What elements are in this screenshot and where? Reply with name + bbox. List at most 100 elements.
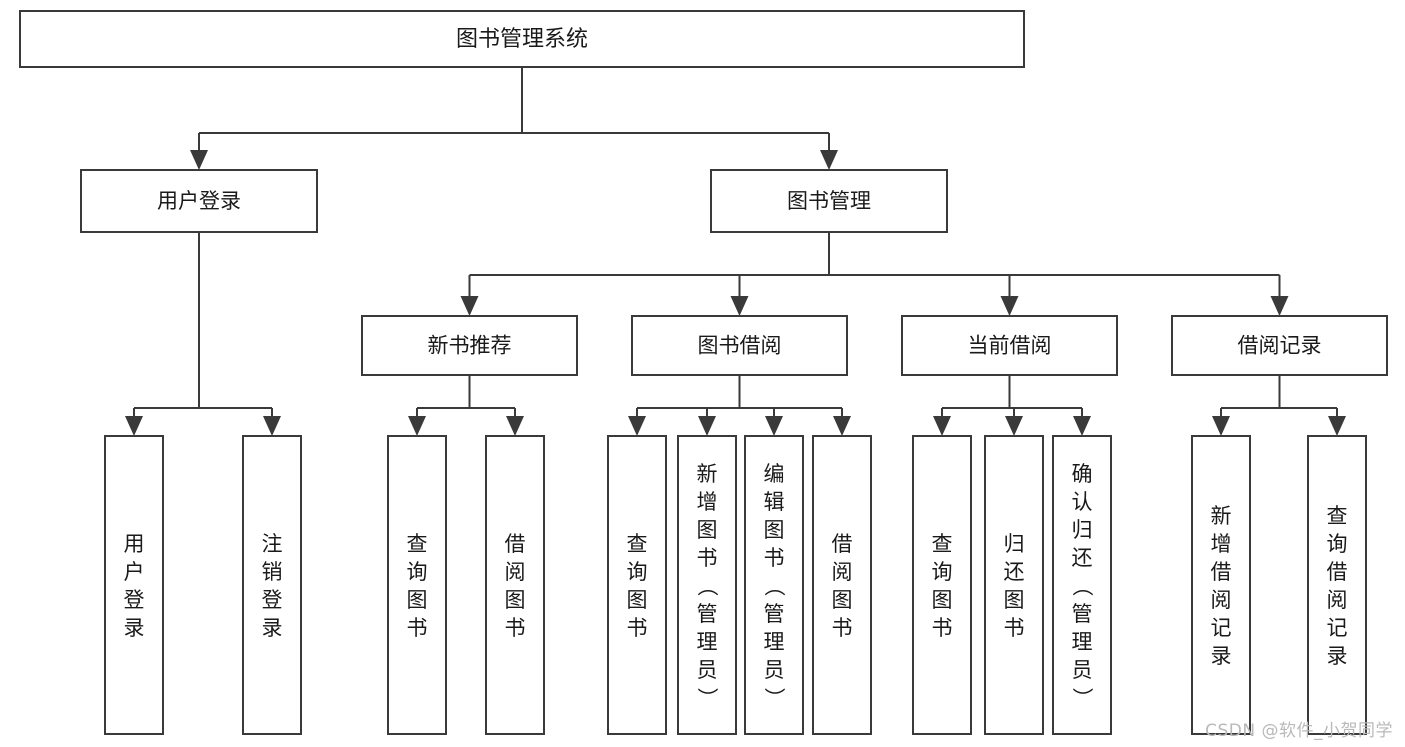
node-leaf-add-book-label-char: 增: [697, 490, 718, 514]
edge-layer: [125, 67, 1346, 436]
node-leaf-add-borrow-record-label-char: 录: [1211, 644, 1232, 668]
node-leaf-add-book-label-char: 理: [697, 630, 718, 654]
node-leaf-user-login-label-char: 户: [124, 560, 145, 584]
node-book-manage-rect[interactable]: [709, 168, 949, 234]
node-user-login-label: 用户登录: [157, 189, 241, 213]
node-new-book-recommend-label: 新书推荐: [428, 334, 512, 358]
node-leaf-user-login-label-char: 录: [124, 616, 145, 640]
node-leaf-confirm-return-label-char: 确: [1072, 462, 1093, 486]
node-user-login-rect[interactable]: [79, 168, 319, 234]
node-book-borrow[interactable]: 图书借阅: [630, 314, 849, 377]
node-leaf-edit-book-label-char: 管: [764, 602, 785, 626]
node-leaf-add-borrow-record-label-char: 借: [1211, 560, 1232, 584]
node-book-manage[interactable]: 图书管理: [709, 168, 949, 234]
node-leaf-return-book-label-char: 还: [1004, 560, 1025, 584]
node-user-login[interactable]: 用户登录: [79, 168, 319, 234]
node-leaf-add-borrow-record-label-char: 记: [1211, 616, 1232, 640]
node-leaf-return-book-label-char: 归: [1004, 532, 1025, 556]
node-leaf-edit-book-label-char: 理: [764, 630, 785, 654]
node-leaf-add-book-rect[interactable]: [676, 434, 738, 736]
arrow-head-leaf-query-book-1: [408, 416, 426, 436]
node-leaf-query-book-3-rect[interactable]: [911, 434, 973, 736]
node-leaf-query-book-1-label-char: 图: [407, 588, 428, 612]
node-leaf-add-book-label-char: （: [695, 575, 719, 596]
node-root-rect[interactable]: [18, 9, 1026, 69]
node-leaf-borrow-book-1-rect[interactable]: [484, 434, 546, 736]
node-leaf-add-borrow-record-rect[interactable]: [1190, 434, 1252, 736]
arrow-head-book-manage: [820, 150, 838, 170]
node-leaf-query-book-2-rect[interactable]: [606, 434, 668, 736]
node-leaf-edit-book-rect[interactable]: [743, 434, 805, 736]
node-leaf-add-book-label-char: 图: [697, 518, 718, 542]
node-leaf-borrow-book-2-rect[interactable]: [811, 434, 873, 736]
node-leaf-edit-book-label-char: ）: [762, 687, 786, 708]
node-leaf-confirm-return-label-char: （: [1070, 575, 1094, 596]
node-leaf-query-book-1-label-char: 书: [407, 616, 428, 640]
node-leaf-query-book-3-label-char: 图: [932, 588, 953, 612]
node-borrow-record-rect[interactable]: [1170, 314, 1389, 377]
arrow-head-leaf-logout-login: [263, 416, 281, 436]
arrow-head-leaf-user-login: [125, 416, 143, 436]
node-leaf-query-book-3-label-char: 询: [932, 560, 953, 584]
node-root[interactable]: 图书管理系统: [18, 9, 1026, 69]
arrow-head-new-book-recommend: [460, 296, 479, 316]
node-leaf-user-login-rect[interactable]: [103, 434, 165, 736]
node-leaf-add-book-label-char: 员: [697, 658, 718, 682]
node-layer: 图书管理系统用户登录图书管理新书推荐图书借阅当前借阅借阅记录用户登录注销登录查询…: [18, 9, 1389, 736]
arrow-head-user-login: [190, 150, 208, 170]
node-leaf-logout-login-label-char: 登: [262, 588, 283, 612]
node-leaf-user-login[interactable]: 用户登录: [103, 434, 165, 736]
node-leaf-query-borrow-record-rect[interactable]: [1306, 434, 1368, 736]
node-leaf-query-book-1-rect[interactable]: [386, 434, 448, 736]
arrow-head-leaf-add-book: [698, 416, 716, 436]
node-new-book-recommend[interactable]: 新书推荐: [360, 314, 579, 377]
node-book-manage-label: 图书管理: [787, 189, 871, 213]
node-leaf-edit-book-label-char: 辑: [764, 490, 785, 514]
node-leaf-query-borrow-record-label-char: 查: [1327, 504, 1348, 528]
node-borrow-record[interactable]: 借阅记录: [1170, 314, 1389, 377]
node-leaf-query-borrow-record-label-char: 阅: [1327, 588, 1348, 612]
node-leaf-borrow-book-2-label-char: 书: [832, 616, 853, 640]
node-leaf-edit-book-label-char: 书: [764, 546, 785, 570]
node-leaf-add-book-label-char: 管: [697, 602, 718, 626]
node-leaf-add-borrow-record-label-char: 阅: [1211, 588, 1232, 612]
node-leaf-add-borrow-record-label-char: 增: [1211, 532, 1232, 556]
arrow-head-current-borrow: [1000, 296, 1019, 316]
node-book-borrow-rect[interactable]: [630, 314, 849, 377]
node-leaf-add-book-label-char: ）: [695, 687, 719, 708]
arrow-head-leaf-add-borrow-record: [1212, 416, 1230, 436]
node-current-borrow[interactable]: 当前借阅: [900, 314, 1119, 377]
node-leaf-confirm-return-label-char: 认: [1072, 490, 1093, 514]
arrow-head-borrow-record: [1270, 296, 1289, 316]
node-leaf-query-book-1-label-char: 询: [407, 560, 428, 584]
node-leaf-logout-login-label-char: 注: [262, 532, 283, 556]
node-borrow-record-label: 借阅记录: [1238, 334, 1322, 358]
node-leaf-edit-book-label-char: 员: [764, 658, 785, 682]
node-leaf-logout-login-rect[interactable]: [241, 434, 303, 736]
node-leaf-confirm-return-label-char: ）: [1070, 687, 1094, 708]
node-leaf-query-borrow-record-label-char: 借: [1327, 560, 1348, 584]
node-current-borrow-rect[interactable]: [900, 314, 1119, 377]
arrow-head-leaf-query-book-2: [628, 416, 646, 436]
node-leaf-borrow-book-2-label-char: 阅: [832, 560, 853, 584]
node-leaf-add-book-label-char: 书: [697, 546, 718, 570]
node-new-book-recommend-rect[interactable]: [360, 314, 579, 377]
node-leaf-add-book-label-char: 新: [697, 462, 718, 486]
node-leaf-logout-login-label-char: 录: [262, 616, 283, 640]
node-leaf-borrow-book-1-label-char: 书: [505, 616, 526, 640]
node-leaf-return-book-rect[interactable]: [983, 434, 1045, 736]
node-leaf-confirm-return-rect[interactable]: [1051, 434, 1113, 736]
